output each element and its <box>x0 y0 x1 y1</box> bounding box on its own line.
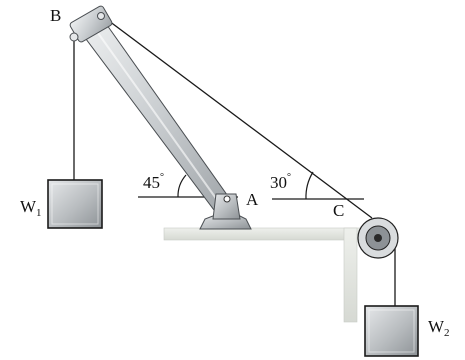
label-weight-w1-letter: W <box>20 197 37 216</box>
label-weight-w2-sub: 2 <box>444 327 450 339</box>
label-point-b: B <box>50 6 61 25</box>
angle-label-30: 30° <box>270 172 291 192</box>
label-weight-w2-letter: W <box>428 317 445 336</box>
label-point-c: C <box>333 201 344 220</box>
pulley-c <box>357 217 399 259</box>
weight-w1 <box>47 179 103 229</box>
weight-w2 <box>364 305 419 357</box>
label-weight-w1-sub: 1 <box>36 207 42 219</box>
angle-unit-30: ° <box>287 172 291 183</box>
angle-value-30: 30 <box>270 173 287 192</box>
angle-unit-45: ° <box>160 172 164 183</box>
cable-b-to-pulley <box>100 14 373 219</box>
label-point-a: A <box>246 190 259 209</box>
label-weight-w1: W1 <box>20 197 42 219</box>
angle-label-45: 45° <box>143 172 164 192</box>
angle-arc-45 <box>177 174 187 198</box>
boom-head <box>69 5 113 43</box>
support-bracket-a <box>199 193 252 230</box>
label-weight-w2: W2 <box>428 317 450 339</box>
angle-arc-30 <box>305 171 314 200</box>
angle-value-45: 45 <box>143 173 160 192</box>
ground-platform <box>163 227 361 323</box>
